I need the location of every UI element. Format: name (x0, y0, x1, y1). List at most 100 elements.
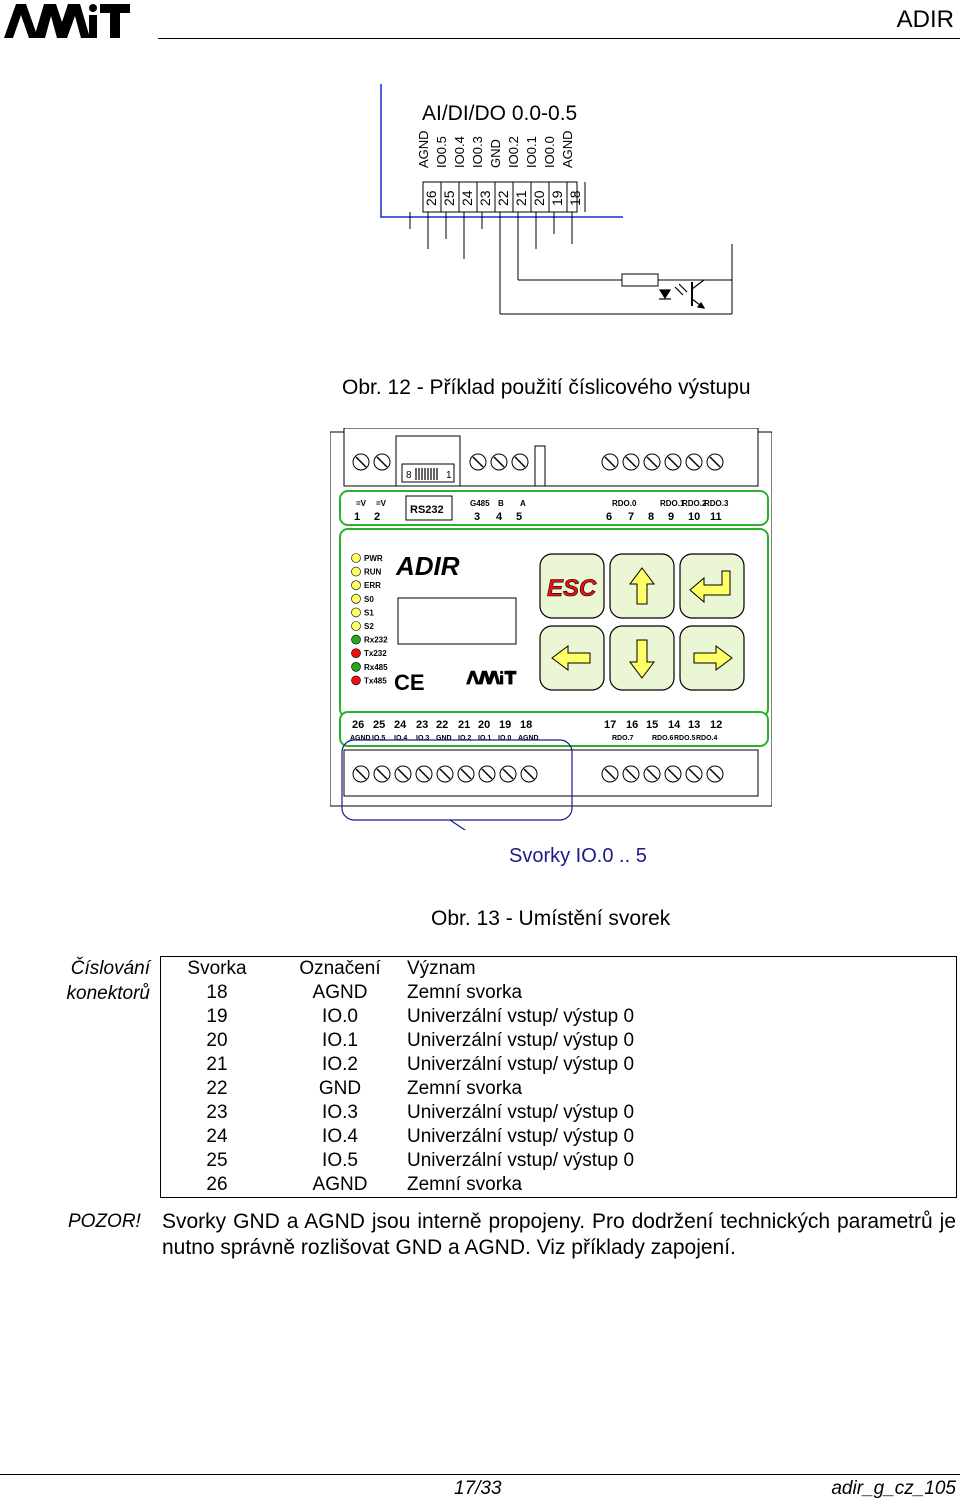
bottom-terminal-label: IO.0 (498, 735, 511, 742)
led-label: S0 (364, 595, 374, 604)
signal-label: AGND (560, 130, 575, 168)
cell-svorka: 24 (206, 1126, 228, 1147)
bottom-terminal-number: 23 (416, 719, 428, 731)
top-terminal-number: 6 (606, 511, 612, 523)
pin-number: 25 (441, 190, 457, 206)
wiring-title: AI/DI/DO 0.0-0.5 (422, 102, 577, 125)
cell-svorka: 21 (206, 1054, 228, 1075)
cell-vyznam: Univerzální vstup/ výstup 0 (407, 1006, 635, 1027)
footer-divider (0, 1474, 960, 1475)
rs232-label: RS232 (410, 504, 444, 516)
terminal-callout-label: Svorky IO.0 .. 5 (509, 845, 647, 867)
cell-vyznam: Zemní svorka (407, 982, 523, 1003)
table-header-row: Svorka Označení Význam (160, 956, 957, 981)
led-label: Rx485 (364, 663, 388, 672)
signal-label: IO0.3 (470, 136, 485, 168)
status-led (351, 662, 361, 672)
rj45-pin-left: 8 (406, 470, 412, 481)
top-terminal-label: RDO.3 (704, 499, 729, 508)
bottom-terminal-number: 21 (458, 719, 470, 731)
top-terminal-number: 10 (688, 511, 700, 523)
bottom-terminal-label: AGND (350, 735, 371, 742)
pin-number: 19 (549, 190, 565, 206)
ce-mark: CE (394, 670, 425, 695)
bottom-terminal-label: IO.3 (416, 735, 429, 742)
cell-vyznam: Univerzální vstup/ výstup 0 (407, 1102, 635, 1123)
pin-number: 18 (567, 190, 583, 206)
led-label: Tx232 (364, 649, 387, 658)
column-header-svorka: Svorka (160, 956, 273, 981)
bottom-terminal-label: IO.4 (394, 735, 407, 742)
amit-logo (4, 4, 130, 38)
cell-oznaceni: IO.4 (322, 1126, 358, 1147)
top-terminal-label: B (498, 499, 504, 508)
bottom-terminal-number: 17 (604, 719, 616, 731)
status-led (351, 566, 361, 577)
top-terminal-number: 4 (496, 511, 503, 523)
signal-label: IO0.2 (506, 136, 521, 168)
status-led (351, 553, 361, 563)
side-label-line-2: konektorů (66, 983, 150, 1004)
section-side-label: Číslování konektorů (40, 956, 150, 1006)
status-led (351, 634, 361, 645)
top-terminal-number: 3 (474, 511, 480, 523)
bottom-terminal-label: IO.1 (478, 735, 491, 742)
bottom-terminal-label: AGND (518, 735, 539, 742)
top-terminal-label: RDO.1 (660, 499, 685, 508)
bottom-terminal-number: 26 (352, 719, 364, 731)
top-terminal-number: 9 (668, 511, 674, 523)
signal-label: IO0.5 (434, 136, 449, 168)
top-terminal-number: 5 (516, 511, 522, 523)
figure-12-caption: Obr. 12 - Příklad použití číslicového vý… (342, 376, 751, 399)
top-terminal-number: 7 (628, 511, 634, 523)
header-divider (158, 38, 960, 39)
top-terminal-label: RDO.2 (682, 499, 707, 508)
column-header-oznaceni: Označení (273, 956, 407, 981)
bottom-terminal-number: 15 (646, 719, 658, 731)
side-label-line-1: Číslování (70, 958, 150, 979)
signal-label: GND (488, 139, 503, 168)
cell-oznaceni: GND (318, 1078, 362, 1099)
cell-vyznam: Zemní svorka (407, 1174, 523, 1195)
cell-oznaceni: AGND (312, 982, 368, 1003)
status-led (351, 621, 361, 631)
top-terminal-label: RDO.0 (612, 499, 637, 508)
rj45-pin-right: 1 (446, 470, 452, 481)
pin-number: 23 (477, 190, 493, 206)
device-brand: ADIR (395, 551, 460, 581)
cell-svorka: 20 (206, 1030, 228, 1051)
column-header-vyznam: Význam (407, 956, 957, 981)
signal-label: AGND (416, 130, 431, 168)
document-id: adir_g_cz_105 (831, 1478, 956, 1499)
status-led (351, 675, 361, 686)
cell-vyznam: Univerzální vstup/ výstup 0 (407, 1126, 635, 1147)
led-label: RUN (364, 568, 382, 577)
cell-svorka: 18 (206, 982, 228, 1003)
cell-oznaceni: IO.1 (322, 1030, 358, 1051)
bottom-terminal-label: RDO.6 (652, 735, 674, 742)
bottom-terminal-label: RDO.7 (612, 735, 634, 742)
bottom-terminal-number: 14 (668, 719, 681, 731)
bottom-terminal-number: 12 (710, 719, 722, 731)
top-terminal-label: =V (376, 499, 387, 508)
top-terminal-label: G485 (470, 499, 490, 508)
status-led (351, 580, 361, 590)
led-label: Rx232 (364, 636, 388, 645)
signal-label: IO0.4 (452, 136, 467, 168)
cell-svorka: 22 (206, 1078, 228, 1099)
status-led (351, 594, 361, 604)
status-led (351, 648, 361, 658)
bottom-terminal-number: 19 (499, 719, 511, 731)
cell-oznaceni: AGND (312, 1174, 368, 1195)
top-terminal-number: 8 (648, 511, 654, 523)
figure-13-caption: Obr. 13 - Umístění svorek (431, 907, 671, 930)
esc-key-label: ESC (547, 575, 597, 602)
signal-label: IO0.1 (524, 136, 539, 168)
